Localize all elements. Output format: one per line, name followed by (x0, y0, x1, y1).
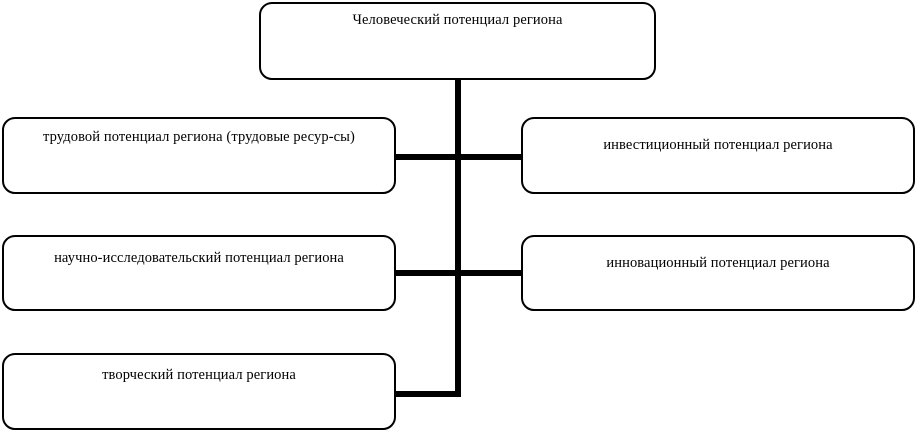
connector-row2-horizontal (393, 270, 523, 276)
connector-row1-horizontal (393, 154, 523, 160)
node-label-creative: творческий потенциал региона (102, 367, 296, 383)
node-innovation-potential[interactable]: инновационный потенциал региона (521, 235, 915, 311)
node-label-investment: инвестиционный потенциал региона (603, 137, 833, 153)
node-investment-potential[interactable]: инвестиционный потенциал региона (521, 117, 915, 194)
node-creative-potential[interactable]: творческий потенциал региона (2, 353, 396, 430)
node-research-potential[interactable]: научно-исследовательский потенциал регио… (2, 235, 396, 311)
node-label-root: Человеческий потенциал региона (352, 12, 563, 28)
node-label-innovation: инновационный потенциал региона (606, 255, 830, 271)
node-labor-potential[interactable]: трудовой потенциал региона (трудовые рес… (2, 117, 396, 194)
connector-trunk-vertical (455, 78, 461, 397)
connector-row3-elbow (393, 391, 461, 397)
node-label-labor: трудовой потенциал региона (трудовые рес… (43, 129, 355, 145)
node-label-research: научно-исследовательский потенциал регио… (54, 250, 344, 266)
node-human-potential-root[interactable]: Человеческий потенциал региона (259, 2, 656, 80)
